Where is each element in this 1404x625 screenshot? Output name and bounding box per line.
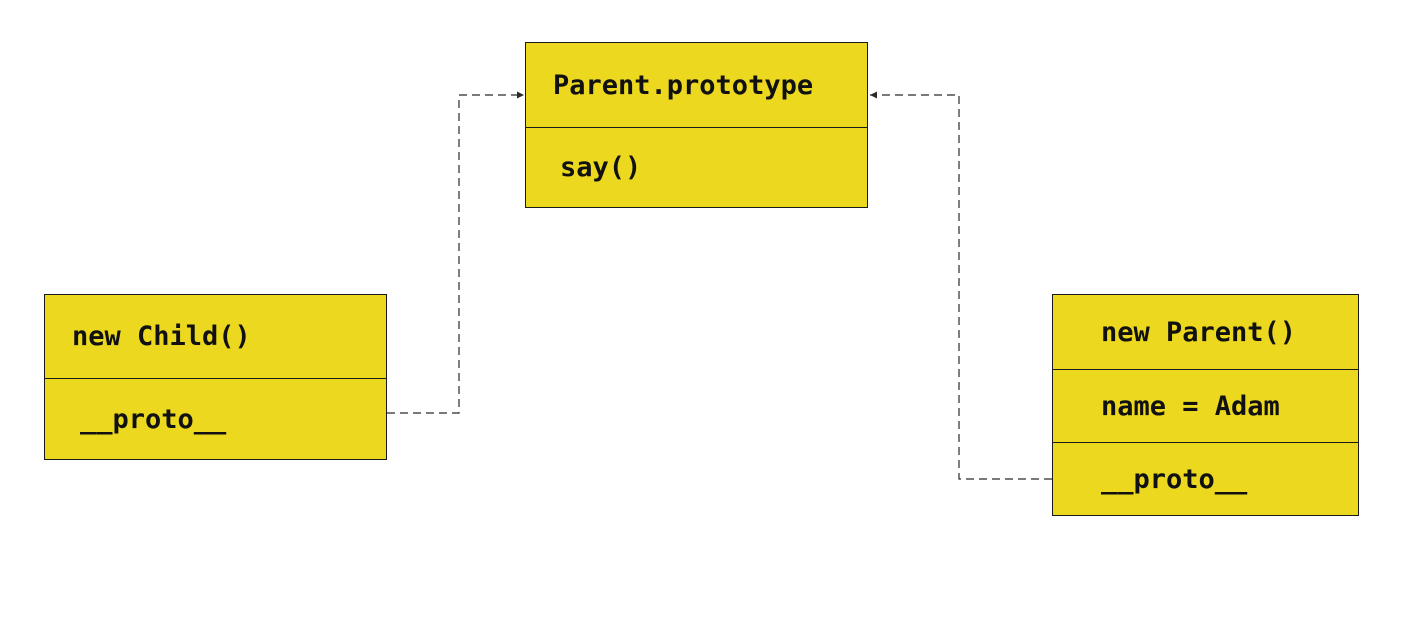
parent-prototype-box: Parent.prototype say() xyxy=(525,42,868,208)
parent-instance-name-field: name = Adam xyxy=(1053,369,1358,442)
child-proto-connector xyxy=(387,91,524,414)
child-instance-box: new Child() __proto__ xyxy=(44,294,387,460)
parent-prototype-member-say: say() xyxy=(526,127,867,207)
child-instance-proto-field: __proto__ xyxy=(45,378,386,459)
parent-instance-box: new Parent() name = Adam __proto__ xyxy=(1052,294,1359,516)
child-instance-title: new Child() xyxy=(72,321,251,352)
parent-instance-proto-field: __proto__ xyxy=(1053,442,1358,515)
parent-instance-title: new Parent() xyxy=(1101,316,1297,348)
parent-proto-connector xyxy=(870,91,1052,480)
parent-prototype-title: Parent.prototype xyxy=(553,69,814,101)
